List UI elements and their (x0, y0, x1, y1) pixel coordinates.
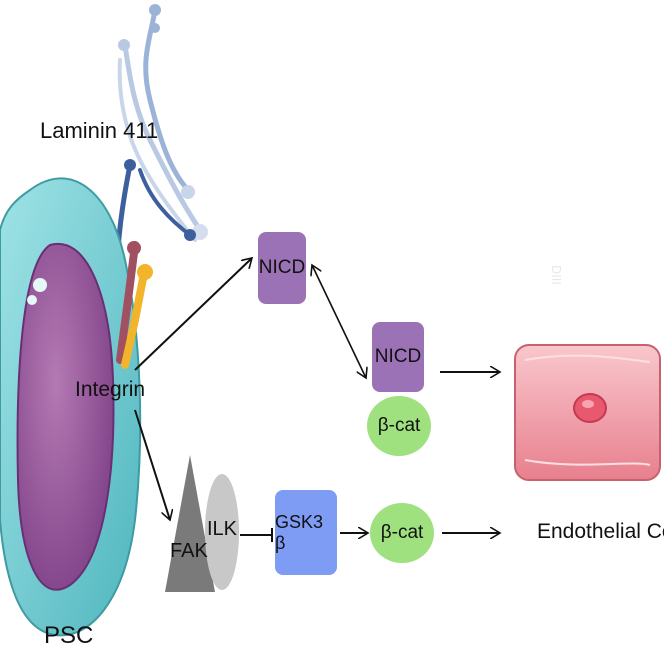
gsk3b-label: GSK3 β (275, 511, 324, 553)
integrin-receptor (116, 241, 153, 369)
psc-cell (0, 177, 142, 637)
arrow-integrin-to-fak (134, 409, 170, 520)
nicd-mid-node: NICD (372, 322, 424, 392)
bcat-bottom-node: β-cat (370, 503, 434, 563)
laminin-label: Laminin 411 (40, 118, 159, 143)
endothelial-label: Endothelial Cell (537, 520, 664, 543)
bcat-mid-node: β-cat (367, 396, 431, 456)
nicd-top-node: NICD (258, 232, 306, 304)
laminin-molecule (115, 4, 208, 253)
fak-shape (165, 455, 215, 592)
gsk3b-node: GSK3 β (275, 490, 337, 575)
bcat-bottom-label: β-cat (380, 522, 424, 543)
nicd-mid-label: NICD (374, 346, 422, 367)
ilk-shape (205, 474, 239, 590)
bcat-mid-label: β-cat (377, 415, 421, 436)
endothelial-cell (514, 344, 661, 481)
arrow-integrin-to-nicd (134, 258, 252, 371)
nicd-top-label: NICD (258, 257, 306, 278)
integrin-label: Integrin (75, 378, 146, 401)
fak-label: FAK (170, 540, 208, 562)
psc-label: PSC (44, 622, 94, 649)
ilk-label: ILK (207, 518, 238, 540)
svg-text:DIII: DIII (549, 265, 563, 285)
arrow-nicd-bidirectional (312, 265, 366, 378)
